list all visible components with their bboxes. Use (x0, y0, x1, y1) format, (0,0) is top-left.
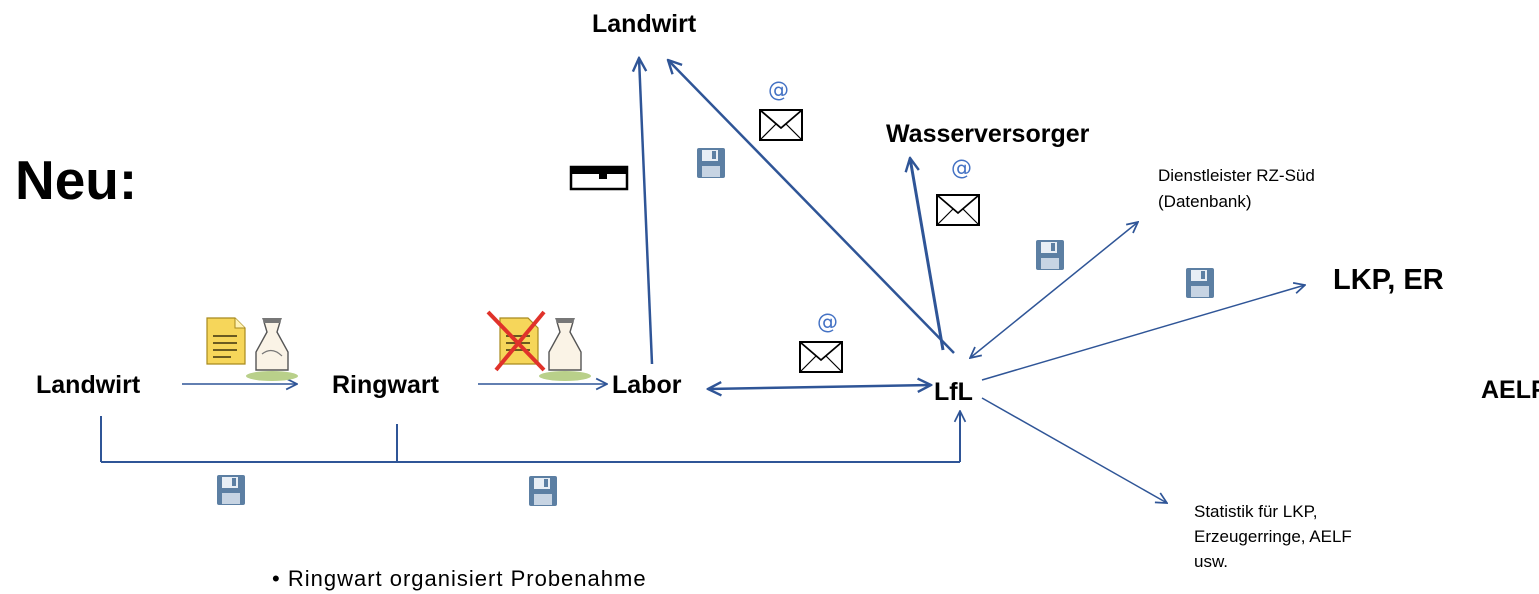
arrow-labor-lfl (708, 385, 931, 389)
floppy-disk-icon (1186, 268, 1214, 298)
email-at-symbol: @ (817, 310, 838, 334)
arrow-lfl-statistik (981, 397, 1167, 503)
node-statistik-line2: Erzeugerringe, AELF (1194, 527, 1352, 546)
arrow-lfl-wasserversorger (910, 158, 945, 351)
bracket-digital-path (100, 411, 960, 463)
node-aelf: AELF (1481, 376, 1539, 404)
sample-bag-icon (246, 318, 298, 381)
bullet-dot: • (272, 566, 281, 591)
envelope-icon (759, 109, 803, 141)
node-lfl: LfL (934, 378, 973, 406)
bullet-text: Ringwart organisiert Probenahme (287, 566, 647, 591)
arrow-lfl-dienstleister (970, 222, 1138, 358)
email-at-symbol: @ (951, 156, 972, 180)
crossed-document-icon (486, 310, 546, 372)
node-dienstleister-line1: Dienstleister RZ-Süd (1158, 166, 1315, 185)
letter-icon (569, 165, 629, 191)
arrow-lfl-landwirt-top (668, 60, 955, 354)
node-lkp-er: LKP, ER (1333, 264, 1444, 296)
document-icon (206, 317, 246, 365)
envelope-icon (936, 194, 980, 226)
bullet-item: • Ringwart organisiert Probenahme (272, 568, 647, 590)
node-labor: Labor (612, 371, 682, 399)
floppy-disk-icon (217, 475, 245, 505)
heading-neu: Neu: (15, 149, 138, 211)
floppy-disk-icon (529, 476, 557, 506)
arrow-labor-landwirt-top (639, 58, 654, 365)
node-landwirt-left: Landwirt (36, 371, 141, 399)
node-ringwart: Ringwart (332, 371, 439, 399)
node-statistik-line3: usw. (1194, 552, 1229, 571)
floppy-disk-icon (1036, 240, 1064, 270)
envelope-icon (799, 341, 843, 373)
sample-bag-icon (539, 318, 591, 381)
node-wasserversorger: Wasserversorger (886, 120, 1090, 148)
email-at-symbol: @ (768, 78, 789, 102)
floppy-disk-icon (697, 148, 725, 178)
node-dienstleister-line2: (Datenbank) (1158, 192, 1252, 211)
node-landwirt-top: Landwirt (592, 10, 697, 38)
node-statistik-line1: Statistik für LKP, (1194, 502, 1318, 521)
arrow-lfl-lkp (981, 285, 1305, 381)
